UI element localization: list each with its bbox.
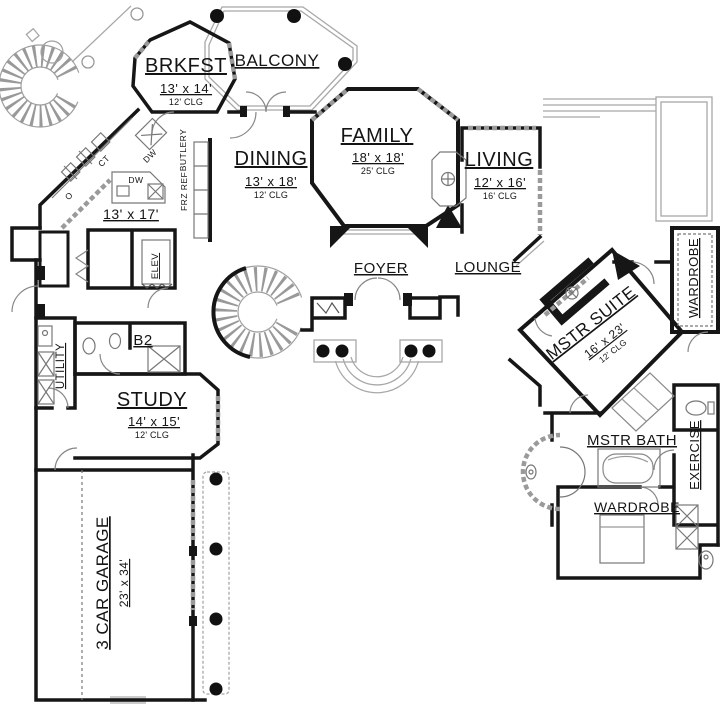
- clg-label-brkfst: 12' CLG: [169, 97, 203, 107]
- clg-label-living: 16' CLG: [483, 191, 517, 201]
- window-hatches: [60, 38, 590, 610]
- room-label-brkfst: BRKFST: [145, 55, 227, 77]
- fixture-label-butlery: BUTLERY: [178, 129, 188, 172]
- room-label-balcony: BALCONY: [235, 51, 320, 70]
- room-label-b2: B2: [133, 332, 152, 349]
- room-label-utility: UTILITY: [55, 343, 67, 389]
- doors: [11, 91, 709, 626]
- dim-label-dining: 13' x 18': [245, 174, 297, 189]
- room-label-wardrobe-lower: WARDROBE: [594, 499, 680, 515]
- fixtures: [37, 117, 715, 700]
- fixture-label-dw-counter: DW: [141, 147, 159, 165]
- fixture-label-ref: REF: [179, 172, 189, 191]
- dim-label-garage: 23' x 34': [117, 559, 131, 607]
- fixture-label-ct: CT: [96, 153, 112, 169]
- dim-label-family: 18' x 18': [352, 150, 404, 165]
- room-label-study: STUDY: [117, 389, 187, 411]
- room-label-family: FAMILY: [341, 125, 414, 147]
- fixture-label-oven: O: [63, 190, 75, 202]
- room-label-dining: DINING: [235, 148, 308, 170]
- room-label-exercise: EXERCISE: [687, 420, 702, 490]
- dim-label-living: 12' x 16': [474, 175, 526, 190]
- columns: [81, 7, 436, 696]
- room-label-elev: ELEV: [150, 253, 161, 279]
- clg-label-family: 25' CLG: [361, 166, 395, 176]
- room-label-foyer: FOYER: [354, 260, 408, 277]
- room-label-lounge: LOUNGE: [455, 259, 521, 276]
- room-label-living: LIVING: [465, 149, 534, 171]
- fixture-label-frz: FRZ: [179, 193, 189, 211]
- dim-label-study: 14' x 15': [128, 414, 180, 429]
- room-label-garage: 3 CAR GARAGE: [93, 516, 112, 650]
- spiral-stair-outdoor: [0, 40, 110, 128]
- dim-label-kitchen: 13' x 17': [103, 206, 159, 222]
- clg-label-dining: 12' CLG: [254, 190, 288, 200]
- clg-label-study: 12' CLG: [135, 430, 169, 440]
- room-label-wardrobe-master: WARDROBE: [686, 238, 701, 318]
- room-label-mstr-bath: MSTR BATH: [587, 432, 677, 449]
- fixture-label-dw-island: DW: [128, 175, 143, 185]
- dim-label-brkfst: 13' x 14': [160, 81, 212, 96]
- labels: BRKFST 13' x 14' 12' CLG BALCONY DINING …: [55, 51, 702, 650]
